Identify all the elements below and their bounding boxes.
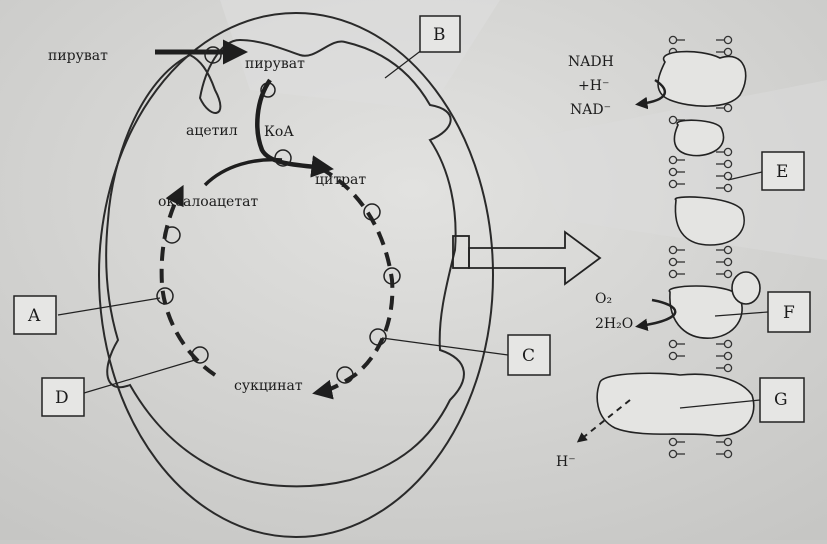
pyruvate-outer-label: пируват (48, 48, 108, 64)
complex-iii (675, 197, 744, 245)
label-box-b-text: B (433, 25, 446, 45)
h-plus-label: +H⁻ (578, 78, 609, 94)
label-box-f-text: F (783, 303, 795, 323)
pyruvate-inner-label: пируват (245, 56, 305, 72)
oxaloacetate-label: оксалоацетат (158, 194, 258, 210)
acetyl-label: ацетил (186, 123, 238, 139)
h2o-label: 2H₂O (595, 316, 633, 332)
label-box-d-text: D (55, 388, 69, 408)
label-box-e-text: E (776, 162, 788, 182)
citrate-label: цитрат (315, 172, 366, 188)
cytochrome-c (732, 272, 760, 304)
atp-synthase (597, 373, 754, 436)
succinate-label: сукцинат (234, 378, 303, 394)
nad-label: NAD⁻ (570, 102, 611, 118)
o2-label: O₂ (595, 291, 612, 307)
nadh-label: NADH (568, 54, 614, 70)
coa-label: КоА (264, 124, 294, 140)
complex-ii (674, 120, 723, 155)
label-box-c-text: C (522, 346, 535, 366)
complex-i (658, 52, 746, 107)
label-box-g-text: G (774, 390, 788, 410)
h-minus-label: H⁻ (556, 454, 576, 470)
label-box-a-text: A (27, 306, 41, 326)
